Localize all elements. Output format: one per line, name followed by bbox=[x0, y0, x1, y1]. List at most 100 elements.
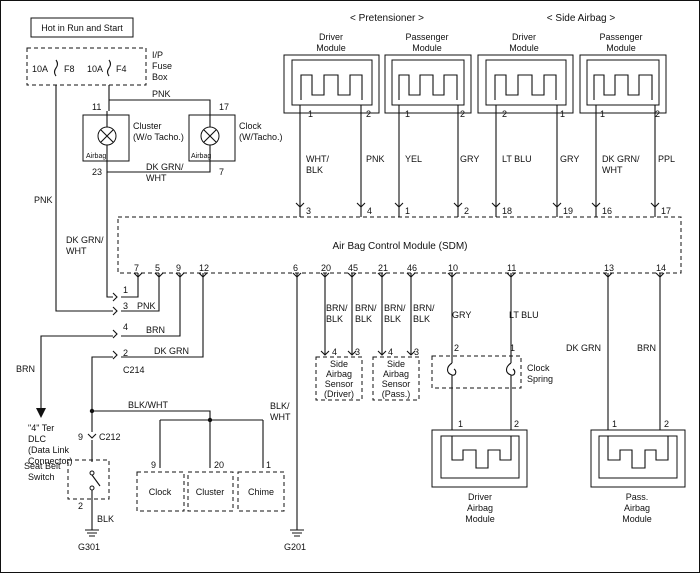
side-sensor-pass-label-2: Airbag bbox=[383, 369, 409, 379]
wire-label-dkgrnwht-mid-1: DK GRN/ bbox=[146, 162, 184, 172]
sdm-bottom-pin-10: 10 bbox=[448, 263, 458, 273]
cluster-label-2: (W/o Tacho.) bbox=[133, 132, 184, 142]
sdm-bottom-pin-6: 6 bbox=[293, 263, 298, 273]
module-2-pin-left: 1 bbox=[405, 109, 410, 119]
module-4-outer bbox=[579, 54, 667, 114]
clock-lamp-label: Airbag bbox=[191, 153, 211, 160]
module-4-label-2: Module bbox=[606, 43, 636, 53]
wire-label-brnblk-2a: BRN/ bbox=[355, 303, 377, 313]
wire-label-brnblk-4b: BLK bbox=[413, 314, 430, 324]
module-3-pin-left: 2 bbox=[502, 109, 507, 119]
side-sensor-driver-label-2: Airbag bbox=[326, 369, 352, 379]
top-wire-1-color-2: BLK bbox=[306, 165, 323, 175]
pretensioner-header: < Pretensioner > bbox=[350, 13, 424, 24]
fuse-box-label-2: Fuse bbox=[152, 61, 172, 71]
fuse-box-label-3: Box bbox=[152, 72, 168, 82]
fuse-f8-name: F8 bbox=[64, 64, 75, 74]
module-2-squib-icon bbox=[398, 74, 458, 100]
sdm-top-pin-2: 4 bbox=[367, 206, 372, 216]
wire-c214-c212 bbox=[91, 356, 113, 432]
wire-label-brnblk-3a: BRN/ bbox=[384, 303, 406, 313]
switch-contact-top bbox=[89, 470, 95, 476]
c212-pin-top: 9 bbox=[78, 432, 83, 442]
module-3-outer bbox=[477, 54, 574, 114]
load-cluster: 20 Cluster bbox=[187, 460, 234, 512]
clock-spring-coil-right-icon bbox=[505, 362, 516, 376]
side-sensor-pass-pin-left: 4 bbox=[388, 347, 393, 357]
module-2-inner bbox=[391, 59, 465, 106]
sdm-bottom-pin-13: 13 bbox=[604, 263, 614, 273]
hot-label: Hot in Run and Start bbox=[41, 23, 123, 33]
top-wire-4-color-1: GRY bbox=[460, 154, 479, 164]
module-4-pin-right: 2 bbox=[655, 109, 660, 119]
sdm-top-terminal-6-icon bbox=[552, 202, 562, 208]
wire-blkwht-drops bbox=[159, 420, 264, 468]
sdm-bottom-pin-21: 21 bbox=[378, 263, 388, 273]
cluster-label-1: Cluster bbox=[133, 121, 162, 131]
sdm-bottom-pin-20: 20 bbox=[321, 263, 331, 273]
load-cluster-box bbox=[187, 471, 234, 512]
wire-blkwht-loads bbox=[92, 410, 211, 420]
side-sensor-terminal-icons bbox=[320, 350, 416, 356]
driver-airbag-label-1: Driver bbox=[468, 492, 492, 502]
top-wire-7-color-2: WHT bbox=[602, 165, 623, 175]
top-wire-5-color-1: LT BLU bbox=[502, 154, 532, 164]
load-clock-label: Clock bbox=[149, 487, 172, 497]
side-sensor-driver: 4 3 Side Airbag Sensor (Driver) bbox=[315, 347, 363, 401]
clock-pin-top: 17 bbox=[219, 102, 229, 112]
wire-label-brn-c214: BRN bbox=[146, 325, 165, 335]
sdm-top-pin-8: 17 bbox=[661, 206, 671, 216]
c214-pin-3: 3 bbox=[123, 301, 128, 311]
cluster-pin-top: 11 bbox=[92, 102, 101, 112]
load-chime-box bbox=[237, 471, 285, 512]
clock-spring-coil-left-icon bbox=[446, 362, 457, 376]
wire-dkgrnwht-left bbox=[106, 172, 113, 298]
sdm-top-terminal-5-icon bbox=[491, 202, 501, 208]
wire-label-dkgrn-pass: DK GRN bbox=[566, 343, 601, 353]
side-sensor-pass: 4 3 Side Airbag Sensor (Pass.) bbox=[372, 347, 420, 401]
clock-pin-bottom: 7 bbox=[219, 167, 224, 177]
wire-dkgrnwht-mid bbox=[106, 166, 211, 173]
module-2-outer bbox=[384, 54, 472, 114]
side-sensor-pass-label-3: Sensor bbox=[382, 379, 411, 389]
sdm-top-terminal-8-icon bbox=[650, 202, 660, 208]
wire-sdm5-c214 bbox=[121, 273, 160, 312]
top-module-4: Passenger Module 1 2 bbox=[579, 32, 667, 119]
module-3-label-2: Module bbox=[509, 43, 539, 53]
wire-label-dkgrn-c214: DK GRN bbox=[154, 346, 189, 356]
sdm-top-pin-6: 19 bbox=[563, 206, 573, 216]
c212-terminal-icon bbox=[87, 433, 97, 439]
wire-label-ltblu-spring: LT BLU bbox=[509, 310, 539, 320]
side-airbag-header: < Side Airbag > bbox=[547, 13, 616, 24]
sdm-title: Air Bag Control Module (SDM) bbox=[332, 241, 467, 252]
cluster-box bbox=[82, 114, 130, 162]
wires-clock-spring bbox=[451, 273, 512, 363]
driver-airbag-module: 1 2 Driver Airbag Module bbox=[431, 419, 528, 524]
module-2-label-1: Passenger bbox=[405, 32, 448, 42]
top-wire-8-color-1: PPL bbox=[658, 154, 675, 164]
dlc-label-4: Connector) bbox=[28, 456, 73, 466]
wire-label-brnblk-1b: BLK bbox=[326, 314, 343, 324]
load-chime: 1 Chime bbox=[237, 460, 285, 512]
hot-label-box bbox=[30, 17, 134, 38]
top-module-2: Passenger Module 1 2 bbox=[384, 32, 472, 119]
sdm-bottom-pin-7: 7 bbox=[134, 263, 139, 273]
module-4-pin-left: 1 bbox=[600, 109, 605, 119]
splice-loads bbox=[207, 417, 213, 423]
wires-side-sensors bbox=[324, 273, 412, 355]
sdm-top-pin-1: 3 bbox=[306, 206, 311, 216]
wire-sdm7-c214 bbox=[121, 273, 139, 298]
fuse-f4-name: F4 bbox=[116, 64, 127, 74]
ground-g201-label: G201 bbox=[284, 542, 306, 552]
pass-airbag-label-1: Pass. bbox=[626, 492, 649, 502]
ground-g301-icon bbox=[85, 529, 99, 537]
module-3-squib-icon bbox=[494, 74, 557, 100]
ip-fuse-box bbox=[26, 47, 147, 86]
wire-pnk-top bbox=[109, 99, 211, 111]
switch-contact-bottom bbox=[89, 485, 95, 491]
sdm-box bbox=[117, 216, 682, 274]
module-4-squib-icon bbox=[593, 74, 653, 100]
top-wire-1-color-1: WHT/ bbox=[306, 154, 329, 164]
driver-airbag-outer bbox=[431, 429, 528, 488]
